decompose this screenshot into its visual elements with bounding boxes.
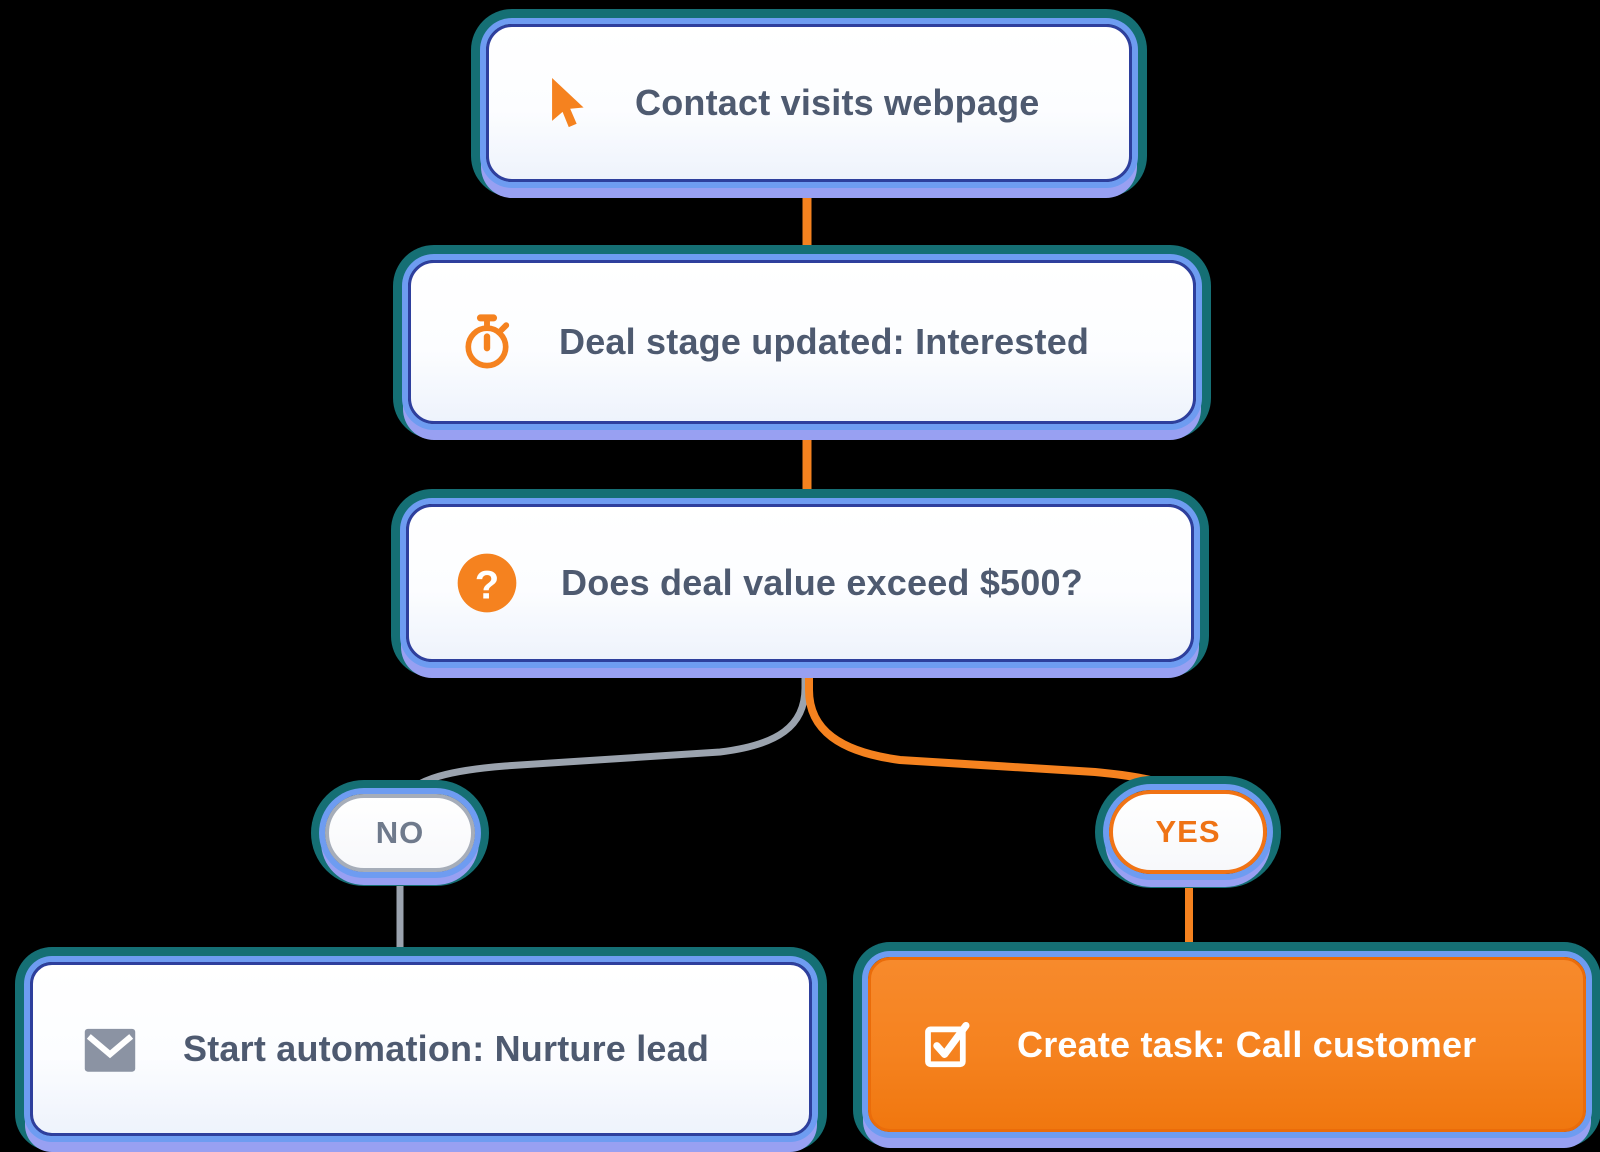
node-label: Deal stage updated: Interested	[559, 321, 1090, 362]
envelope-icon	[79, 1020, 141, 1078]
flow-node-no-action[interactable]: Start automation: Nurture lead	[30, 962, 812, 1136]
cursor-icon	[535, 72, 593, 134]
stopwatch-icon	[457, 310, 517, 374]
branch-pill-no[interactable]: NO	[325, 794, 475, 872]
branch-label-no: NO	[375, 815, 425, 850]
node-label: Contact visits webpage	[635, 82, 1040, 123]
node-label: Create task: Call customer	[1017, 1023, 1477, 1065]
flow-node-trigger[interactable]: Contact visits webpage	[486, 24, 1132, 182]
node-label: Start automation: Nurture lead	[183, 1028, 710, 1069]
svg-text:?: ?	[475, 564, 499, 608]
flow-node-condition[interactable]: ? Does deal value exceed $500?	[406, 504, 1194, 662]
branch-label-yes: YES	[1155, 814, 1221, 849]
connector-condition-to-yes	[805, 646, 1193, 816]
connector-condition-to-no	[399, 646, 809, 812]
checkbox-check-icon	[917, 1015, 975, 1075]
flow-node-yes-action[interactable]: Create task: Call customer	[868, 957, 1586, 1132]
flow-node-stage-updated[interactable]: Deal stage updated: Interested	[408, 260, 1196, 424]
node-label: Does deal value exceed $500?	[561, 562, 1083, 603]
question-circle-icon: ?	[455, 551, 519, 615]
branch-pill-yes[interactable]: YES	[1109, 790, 1267, 874]
